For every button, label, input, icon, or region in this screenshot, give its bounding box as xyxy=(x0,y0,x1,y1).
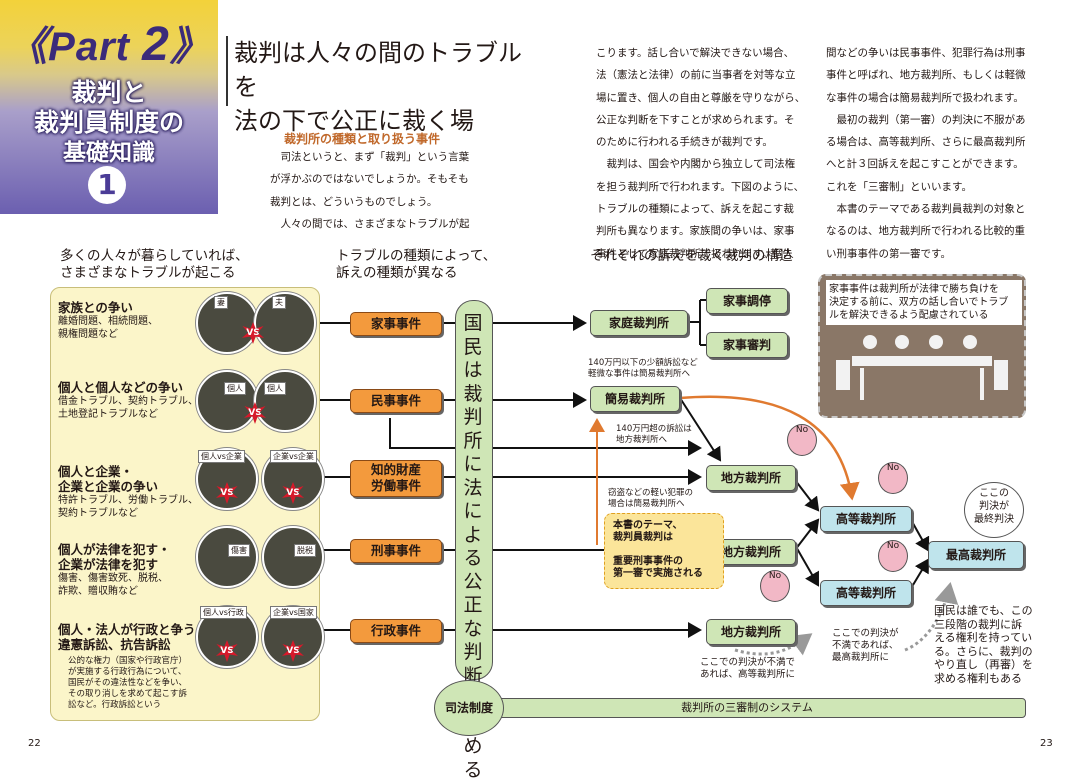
tag-tax-evasion: 脱税 xyxy=(294,544,316,557)
label-left: 多くの人々が暮らしていれば、 さまざまなトラブルが起こる xyxy=(60,248,249,281)
note-small-claims: 140万円以下の少額訴訟など 軽微な事件は簡易裁判所へ xyxy=(588,358,698,379)
note-unhappy-high: ここでの判決が 不満であれば、 最高裁判所に xyxy=(832,628,899,663)
pillar xyxy=(455,300,493,680)
case-criminal: 刑事事件 xyxy=(350,539,442,563)
no-figure-icon: No xyxy=(878,462,908,494)
body-col-3: 間などの争いは民事事件、犯罪行為は刑事 事件と呼ばれ、地方裁判所、もしくは軽微 … xyxy=(826,47,1026,260)
court-district-3: 地方裁判所 xyxy=(706,619,796,645)
tag-company-vs-state: 企業vs国家 xyxy=(270,606,317,619)
court-supreme: 最高裁判所 xyxy=(928,541,1024,569)
part-circle-number: 1 xyxy=(88,166,126,204)
judicial-system: 司法制度 xyxy=(434,680,504,736)
case-ip-labor: 知的財産 労働事件 xyxy=(350,460,442,497)
court-summary: 簡易裁判所 xyxy=(590,386,680,412)
part-title-1: 裁判と xyxy=(71,78,147,107)
note-final: ここの 判決が 最終判決 xyxy=(964,482,1024,538)
note-over-140: 140万円超の訴訟は 地方裁判所へ xyxy=(616,424,692,445)
category-personal: 個人と個人などの争い 借金トラブル、契約トラブル、 土地登記トラブルなど xyxy=(58,380,198,420)
tag-individual-vs-admin: 個人vs行政 xyxy=(200,606,247,619)
category-criminal: 個人が法律を犯す・ 企業が法律を犯す 傷害、傷害致死、脱税、 詐欺、贈収賄など xyxy=(58,542,171,597)
court-high-2: 高等裁判所 xyxy=(820,580,912,606)
tag-husband: 夫 xyxy=(272,296,286,309)
case-admin: 行政事件 xyxy=(350,619,442,643)
page-number-left: 22 xyxy=(28,738,41,749)
tag-injury: 傷害 xyxy=(228,544,250,557)
label-right: それぞれの訴えを裁く裁判の構造 xyxy=(590,248,793,264)
illustration-person-icon xyxy=(254,370,316,432)
tag-company-vs-company: 企業vs企業 xyxy=(270,450,317,463)
case-civil: 民事事件 xyxy=(350,389,442,413)
part-title-2: 裁判員制度の xyxy=(33,108,184,137)
subhead: 裁判所の種類と取り扱う事件 xyxy=(284,132,441,146)
court-family: 家庭裁判所 xyxy=(590,310,688,336)
illustration-husband-icon xyxy=(254,292,316,354)
note-theft: 窃盗などの軽い犯罪の 場合は簡易裁判所へ xyxy=(608,488,694,509)
system-bar: 裁判所の三審制のシステム xyxy=(468,698,1026,718)
tag-individual-vs-company: 個人vs企業 xyxy=(198,450,245,463)
illustration-police-icon xyxy=(196,526,258,588)
note-rights: 国民は誰でも、この 三段階の裁判に訴 える権利を持ってい る。さらに、裁判の や… xyxy=(934,604,1033,685)
meeting-table-icon xyxy=(836,335,1008,400)
headline-rule xyxy=(226,36,228,106)
tag-individual: 個人 xyxy=(224,382,246,395)
illustration-person-icon xyxy=(196,370,258,432)
page-number-right: 23 xyxy=(1040,738,1053,749)
no-figure-icon: No xyxy=(760,570,790,602)
note-unhappy-district: ここでの判決が不満で あれば、高等裁判所に xyxy=(700,657,796,680)
headline: 裁判は人々の間のトラブルを法の下で公正に裁く場 xyxy=(234,39,522,135)
no-figure-icon: No xyxy=(878,540,908,572)
family-note: 家事事件は裁判所が法律で勝ち負けを 決定する前に、双方の話し合いでトラブ ルを解… xyxy=(826,280,1022,325)
body-col-2: こります。話し合いで解決できない場合、 法（憲法と法律）の前に当事者を対等な立 … xyxy=(596,47,806,260)
case-family: 家事事件 xyxy=(350,312,442,336)
part-title-3: 基礎知識 xyxy=(63,140,155,166)
category-admin: 個人・法人が行政と争う 違憲訴訟、抗告訴訟 公的な権力（国家や行政官庁） が実施… xyxy=(58,622,196,710)
illustration-wife-icon xyxy=(196,292,258,354)
body-col-1: 司法というと、まず「裁判」という言葉 が浮かぶのではないでしょうか。そもそも 裁… xyxy=(270,151,470,230)
court-trial: 家事審判 xyxy=(706,332,788,358)
theme-note-box: 本書のテーマ、 裁判員裁判は 重要刑事事件の 第一審で実施される xyxy=(604,513,724,589)
tag-individual: 個人 xyxy=(264,382,286,395)
court-district-1: 地方裁判所 xyxy=(706,465,796,491)
category-family: 家族との争い 離婚問題、相続問題、 親権問題など xyxy=(58,300,158,340)
illustration-money-icon xyxy=(262,526,324,588)
court-high-1: 高等裁判所 xyxy=(820,506,912,532)
label-middle: トラブルの種類によって、 訴えの種類が異なる xyxy=(336,248,497,281)
tag-wife: 妻 xyxy=(214,296,228,309)
category-company: 個人と企業・ 企業と企業の争い 特許トラブル、労働トラブル、 契約トラブルなど xyxy=(58,464,198,519)
court-mediation: 家事調停 xyxy=(706,288,788,314)
no-figure-icon: No xyxy=(787,424,817,456)
part-label: 《Part 2》 xyxy=(7,18,211,71)
